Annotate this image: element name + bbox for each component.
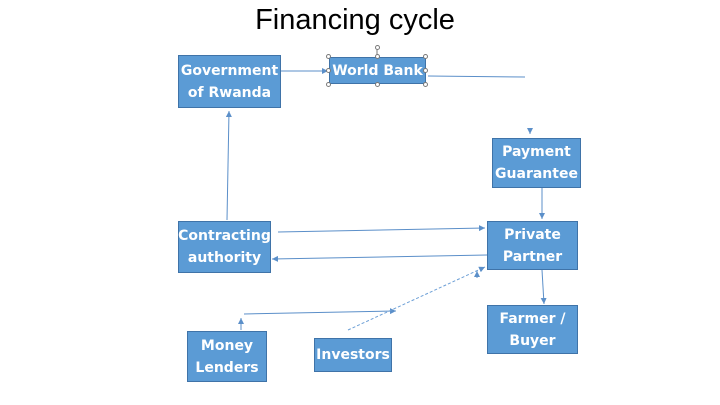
node-label: Farmer / Buyer bbox=[499, 310, 566, 349]
selection-handle[interactable] bbox=[375, 54, 380, 59]
node-payment-guarantee[interactable]: Payment Guarantee bbox=[492, 138, 581, 188]
page-title: Financing cycle bbox=[255, 4, 455, 36]
selection-handle[interactable] bbox=[423, 68, 428, 73]
node-label: Government of Rwanda bbox=[180, 62, 279, 101]
arrow-contracting-to-partner bbox=[277, 225, 486, 233]
node-farmer-buyer[interactable]: Farmer / Buyer bbox=[487, 305, 578, 354]
rotate-handle[interactable] bbox=[375, 45, 380, 50]
arrow-contracting-to-government bbox=[225, 110, 232, 221]
node-private-partner[interactable]: Private Partner bbox=[487, 221, 578, 270]
node-government-of-rwanda[interactable]: Government of Rwanda bbox=[178, 55, 281, 108]
line-worldbank-right bbox=[427, 75, 526, 78]
arrow-partner-to-contracting bbox=[271, 254, 488, 262]
node-investors[interactable]: Investors bbox=[314, 338, 392, 372]
node-label: Money Lenders bbox=[195, 337, 259, 376]
selection-handle[interactable] bbox=[423, 82, 428, 87]
selection-handle[interactable] bbox=[326, 82, 331, 87]
node-label: Private Partner bbox=[502, 226, 563, 265]
node-world-bank[interactable]: World Bank bbox=[329, 57, 426, 84]
node-label: World Bank bbox=[332, 62, 423, 79]
selection-handle[interactable] bbox=[326, 54, 331, 59]
arrow-partner-to-farmer bbox=[540, 269, 547, 305]
selection-handle[interactable] bbox=[375, 82, 380, 87]
selection-handle[interactable] bbox=[423, 54, 428, 59]
node-label: Contracting authority bbox=[178, 228, 271, 266]
dashed-arrow-investors-to-partner bbox=[347, 266, 486, 331]
node-label: Investors bbox=[316, 347, 390, 363]
line-lenders-right bbox=[243, 308, 397, 315]
selection-handle[interactable] bbox=[326, 68, 331, 73]
node-label: Payment Guarantee bbox=[495, 144, 578, 182]
node-money-lenders[interactable]: Money Lenders bbox=[187, 331, 267, 382]
node-contracting-authority[interactable]: Contracting authority bbox=[178, 221, 271, 273]
